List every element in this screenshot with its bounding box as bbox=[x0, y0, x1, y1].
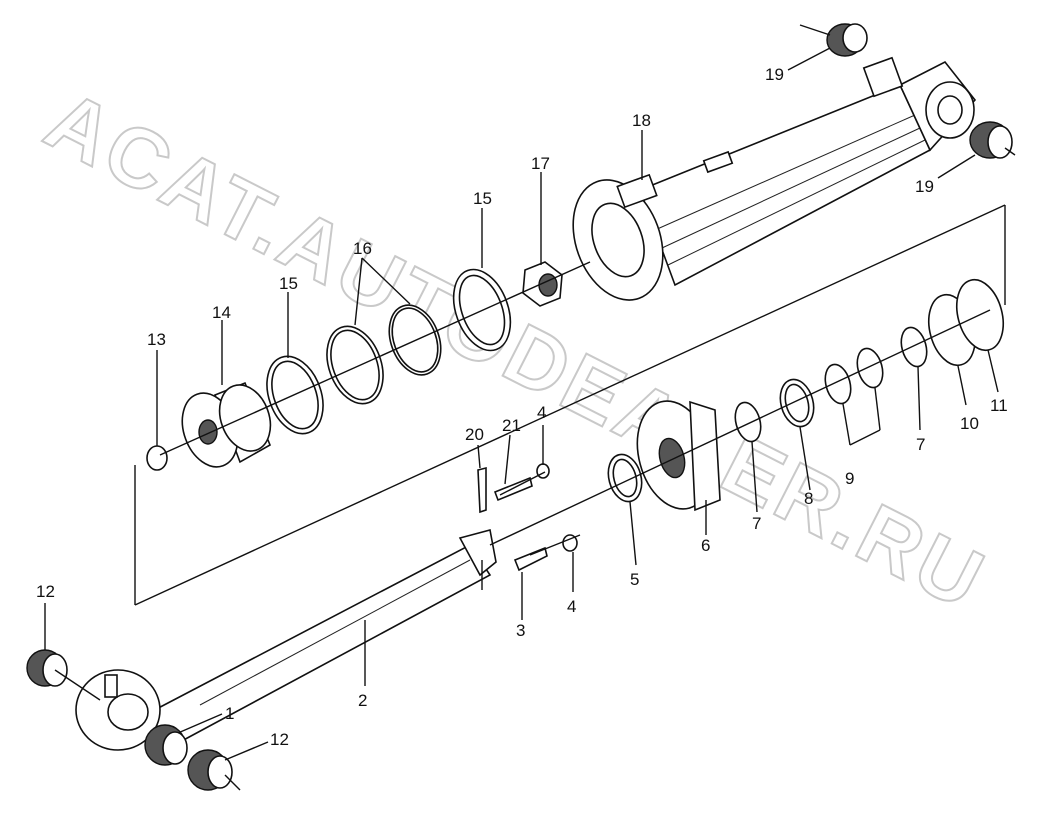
callout-16: 16 bbox=[353, 239, 372, 258]
piston-14 bbox=[181, 381, 272, 468]
callout-18: 18 bbox=[632, 111, 651, 130]
seal-7-upper bbox=[900, 326, 928, 368]
callout-15-lower: 15 bbox=[279, 274, 298, 293]
callout-labels: 1 2 3 4 4 5 6 7 7 8 9 10 11 12 12 13 14 … bbox=[36, 65, 1008, 749]
callout-2: 2 bbox=[358, 691, 367, 710]
callout-15-upper: 15 bbox=[473, 189, 492, 208]
callout-3: 3 bbox=[516, 621, 525, 640]
callout-7-lower: 7 bbox=[752, 514, 761, 533]
bushing-1 bbox=[144, 724, 188, 766]
callout-17: 17 bbox=[531, 154, 550, 173]
leader-lines bbox=[44, 47, 999, 761]
callout-6: 6 bbox=[701, 536, 710, 555]
seal-ring-16b bbox=[326, 325, 384, 405]
piston-rod-2 bbox=[75, 529, 497, 752]
callout-10: 10 bbox=[960, 414, 979, 433]
callout-4-upper: 4 bbox=[537, 403, 546, 422]
gland-6 bbox=[636, 400, 721, 512]
callout-21: 21 bbox=[502, 416, 521, 435]
callout-9: 9 bbox=[845, 469, 854, 488]
callout-7-upper: 7 bbox=[916, 435, 925, 454]
callout-13: 13 bbox=[147, 330, 166, 349]
callout-19-right: 19 bbox=[915, 177, 934, 196]
bushing-12-left bbox=[26, 649, 68, 687]
seal-8 bbox=[779, 378, 815, 428]
bushing-12-lower bbox=[187, 749, 233, 791]
callout-4-lower: 4 bbox=[567, 597, 576, 616]
callout-12-left: 12 bbox=[36, 582, 55, 601]
callout-11: 11 bbox=[990, 396, 1008, 415]
bolt-3 bbox=[513, 546, 548, 572]
callout-5: 5 bbox=[630, 570, 639, 589]
cylinder-barrel-18 bbox=[572, 56, 977, 301]
o-ring-13 bbox=[146, 445, 168, 471]
callout-19-top: 19 bbox=[765, 65, 784, 84]
assembly-axis-lines bbox=[54, 24, 1016, 791]
washer-4-lower bbox=[562, 534, 578, 552]
seal-5 bbox=[607, 453, 643, 503]
seal-9b bbox=[856, 347, 884, 389]
seal-9a bbox=[824, 363, 852, 405]
callout-14: 14 bbox=[212, 303, 231, 322]
callout-8: 8 bbox=[804, 489, 813, 508]
callout-12-bottom: 12 bbox=[270, 730, 289, 749]
cotter-pin-20 bbox=[477, 466, 487, 514]
bushing-19-right bbox=[969, 121, 1013, 159]
bushing-19-top bbox=[826, 23, 868, 57]
callout-20: 20 bbox=[465, 425, 484, 444]
callout-1: 1 bbox=[225, 704, 234, 723]
